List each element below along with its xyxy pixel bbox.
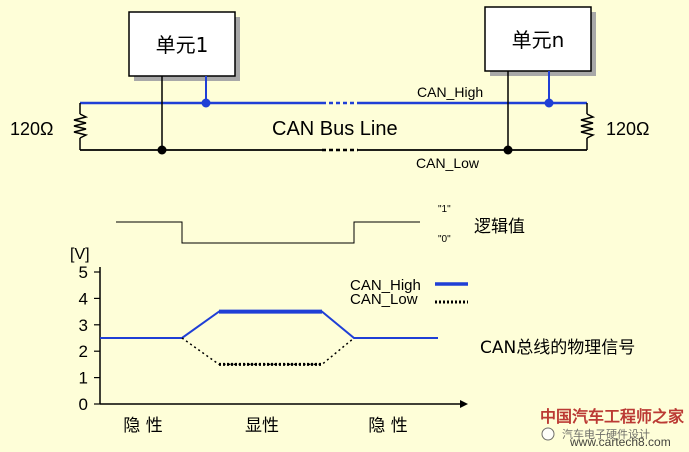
resistor-right-label: 120Ω [606,119,650,139]
y-unit-label: [V] [70,246,90,263]
y-ticks: 0 1 2 3 4 5 [79,263,100,414]
right-termination-resistor [580,103,596,150]
y-tick-label: 5 [79,263,88,282]
wechat-icon [541,427,555,441]
watermark-url: www.cartech8.com [569,435,671,449]
x-axis-arrow [460,400,468,408]
watermark: 中国汽车工程师之家 汽车电子硬件设计 www.cartech8.com [540,407,685,449]
y-tick-label: 3 [79,316,88,335]
x-label-recessive-2: 隐 性 [368,416,407,436]
can-high-series [100,310,438,339]
legend-high-label: CAN_High [350,277,421,294]
resistor-left-label: 120Ω [10,119,54,139]
bus-line-label: CAN Bus Line [272,118,398,140]
signal-chart: [V] 0 1 2 3 4 5 隐 性 显性 隐 性 [70,246,468,436]
y-tick-label: 1 [79,369,88,388]
logic-zero-label: "0" [438,234,451,245]
watermark-channel: 汽车电子硬件设计 [562,427,650,441]
logic-value-label: 逻辑值 [474,217,525,237]
left-termination-resistor [73,103,89,150]
can-high-label: CAN_High [417,84,483,100]
unit1-label: 单元1 [156,33,209,57]
unit1-connections [157,76,211,155]
x-label-dominant: 显性 [245,416,279,436]
series-lines [100,309,438,366]
can-low-label: CAN_Low [416,155,480,171]
logic-one-label: "1" [438,204,451,215]
can-low-series [181,337,355,366]
x-label-recessive-1: 隐 性 [123,416,162,436]
unitn-box [484,6,592,72]
legend-low-label: CAN_Low [350,291,418,308]
unitn-label: 单元n [512,28,565,52]
y-tick-label: 2 [79,342,88,361]
watermark-site-name: 中国汽车工程师之家 [540,407,685,426]
logic-waveform [116,221,420,244]
physical-signal-caption: CAN总线的物理信号 [480,338,635,358]
unit1-box [128,11,236,77]
y-tick-label: 4 [79,289,88,308]
unitn-connections [503,71,554,155]
chart-legend: CAN_High CAN_Low [350,277,468,308]
y-tick-label: 0 [79,395,88,414]
